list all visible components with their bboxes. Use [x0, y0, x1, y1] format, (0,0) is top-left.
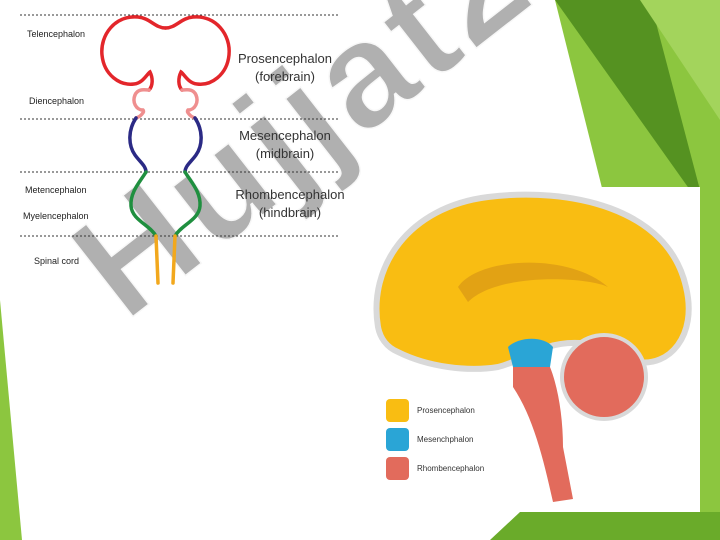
- telencephalon-outline: [100, 15, 168, 92]
- region-sub: (forebrain): [255, 69, 315, 84]
- rhombencephalon-outline: [129, 170, 158, 238]
- label-metencephalon: Metencephalon: [25, 185, 87, 195]
- brain-sagittal-image: [373, 191, 692, 502]
- mesencephalon-shape: [508, 338, 553, 367]
- rhombencephalon-shape: [513, 367, 573, 502]
- brain-development-diagram: [20, 14, 340, 285]
- legend-swatch: [386, 399, 409, 422]
- region-sub: (midbrain): [255, 146, 315, 161]
- legend-swatch: [386, 428, 409, 451]
- region-name: Mesencephalon: [239, 128, 331, 143]
- corpus-callosum: [458, 262, 608, 302]
- green-bottom-bar: [490, 512, 720, 540]
- region-sub: (hindbrain): [258, 205, 322, 220]
- green-left-corner: [0, 300, 22, 540]
- mesencephalon-outline: [128, 116, 148, 174]
- legend-item-rhombencephalon: Rhombencephalon: [386, 457, 484, 480]
- legend-label: Prosencephalon: [417, 406, 475, 415]
- region-name: Prosencephalon: [238, 51, 332, 66]
- region-mesencephalon: Mesencephalon (midbrain): [225, 127, 345, 163]
- green-band-highlight: [640, 0, 720, 120]
- region-prosencephalon: Prosencephalon (forebrain): [225, 50, 345, 86]
- spinal-cord-outline: [154, 234, 160, 285]
- label-spinal-cord: Spinal cord: [34, 256, 80, 266]
- legend-item-prosencephalon: Prosencephalon: [386, 399, 475, 422]
- legend-label: Rhombencephalon: [417, 464, 485, 473]
- prosencephalon-shape: [373, 191, 692, 372]
- label-telencephalon: Telencephalon: [27, 29, 86, 39]
- region-name: Rhombencephalon: [235, 187, 345, 202]
- legend-swatch: [386, 457, 409, 480]
- brain-illustration: Prosencephalon Mesenchphalon Rhombenceph…: [368, 187, 700, 512]
- region-rhombencephalon: Rhombencephalon (hindbrain): [225, 186, 355, 222]
- legend-label: Mesenchphalon: [417, 435, 474, 444]
- label-myelencephalon: Myelencephalon: [23, 211, 89, 221]
- diencephalon-outline: [132, 87, 151, 120]
- label-diencephalon: Diencephalon: [29, 96, 85, 106]
- legend-item-mesencephalon: Mesenchphalon: [386, 428, 473, 451]
- cerebellum-shape: [560, 333, 648, 421]
- green-band-dark: [555, 0, 700, 190]
